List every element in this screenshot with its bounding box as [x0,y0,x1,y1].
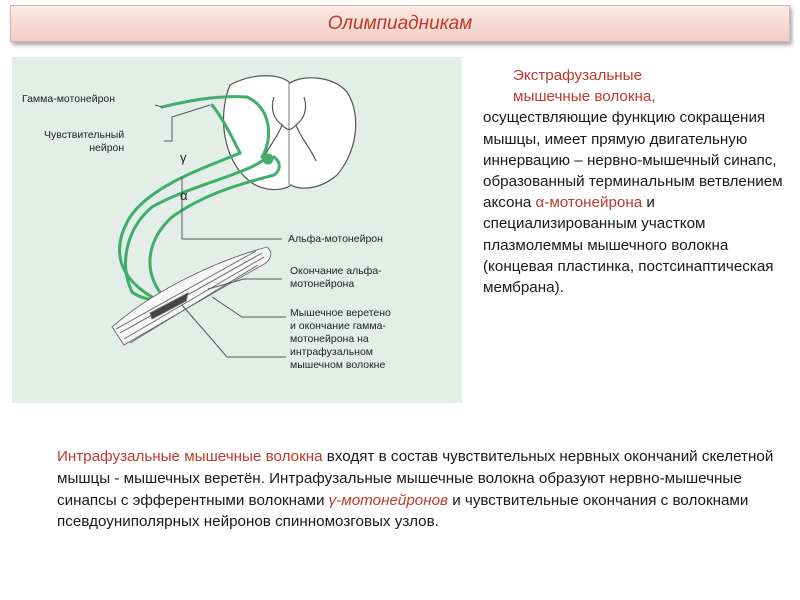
intrafusal-highlight: Интрафузальные мышечные волокна [57,448,323,465]
spinal-cord [222,75,357,191]
intrafusal-text-1: входят в состав чувствительных нервных о… [57,448,774,509]
motoneuron-soma [262,153,274,165]
muscle [111,246,272,346]
intrafusal-description: Интрафузальные мышечные волокна входят в… [57,446,792,533]
leader-lines [154,104,286,358]
label-gamma-symbol: γ [180,150,187,165]
extrafusal-heading: Экстрафузальные мышечные волокна, [513,67,656,106]
extrafusal-body-2: и специализированным участком плазмолемм… [483,194,774,297]
diagram-drawing [111,75,357,358]
label-alpha-ending: Окончание альфа- мотонейрона [290,265,382,290]
label-sensory-neuron: Чувствительный нейрон [44,129,125,154]
page-title: Олимпиадникам [327,12,473,34]
label-muscle-spindle: Мышечное веретено и окончание гамма- мот… [290,307,391,371]
gamma-fibre [160,95,271,159]
extrafusal-description: Экстрафузальные мышечные волокна, осущес… [483,65,793,298]
label-alpha-symbol: α [180,188,188,203]
label-gamma-motoneuron: Гамма-мотонейрон [22,93,116,105]
intrafusal-text-2: и чувствительные окончания с волокнами п… [57,491,749,531]
alpha-fibre [148,155,281,297]
gamma-motoneuron-highlight: γ-мотонейронов [328,491,448,509]
extrafusal-body-1: осуществляющие функцию сокращения мышцы,… [483,109,783,212]
label-alpha-motoneuron: Альфа-мотонейрон [288,233,383,245]
title-banner: Олимпиадникам [10,5,790,42]
alpha-motoneuron-highlight: α-мотонейрона [535,194,643,212]
neuromuscular-diagram: Гамма-мотонейрон Чувствительный нейрон γ… [12,57,462,403]
